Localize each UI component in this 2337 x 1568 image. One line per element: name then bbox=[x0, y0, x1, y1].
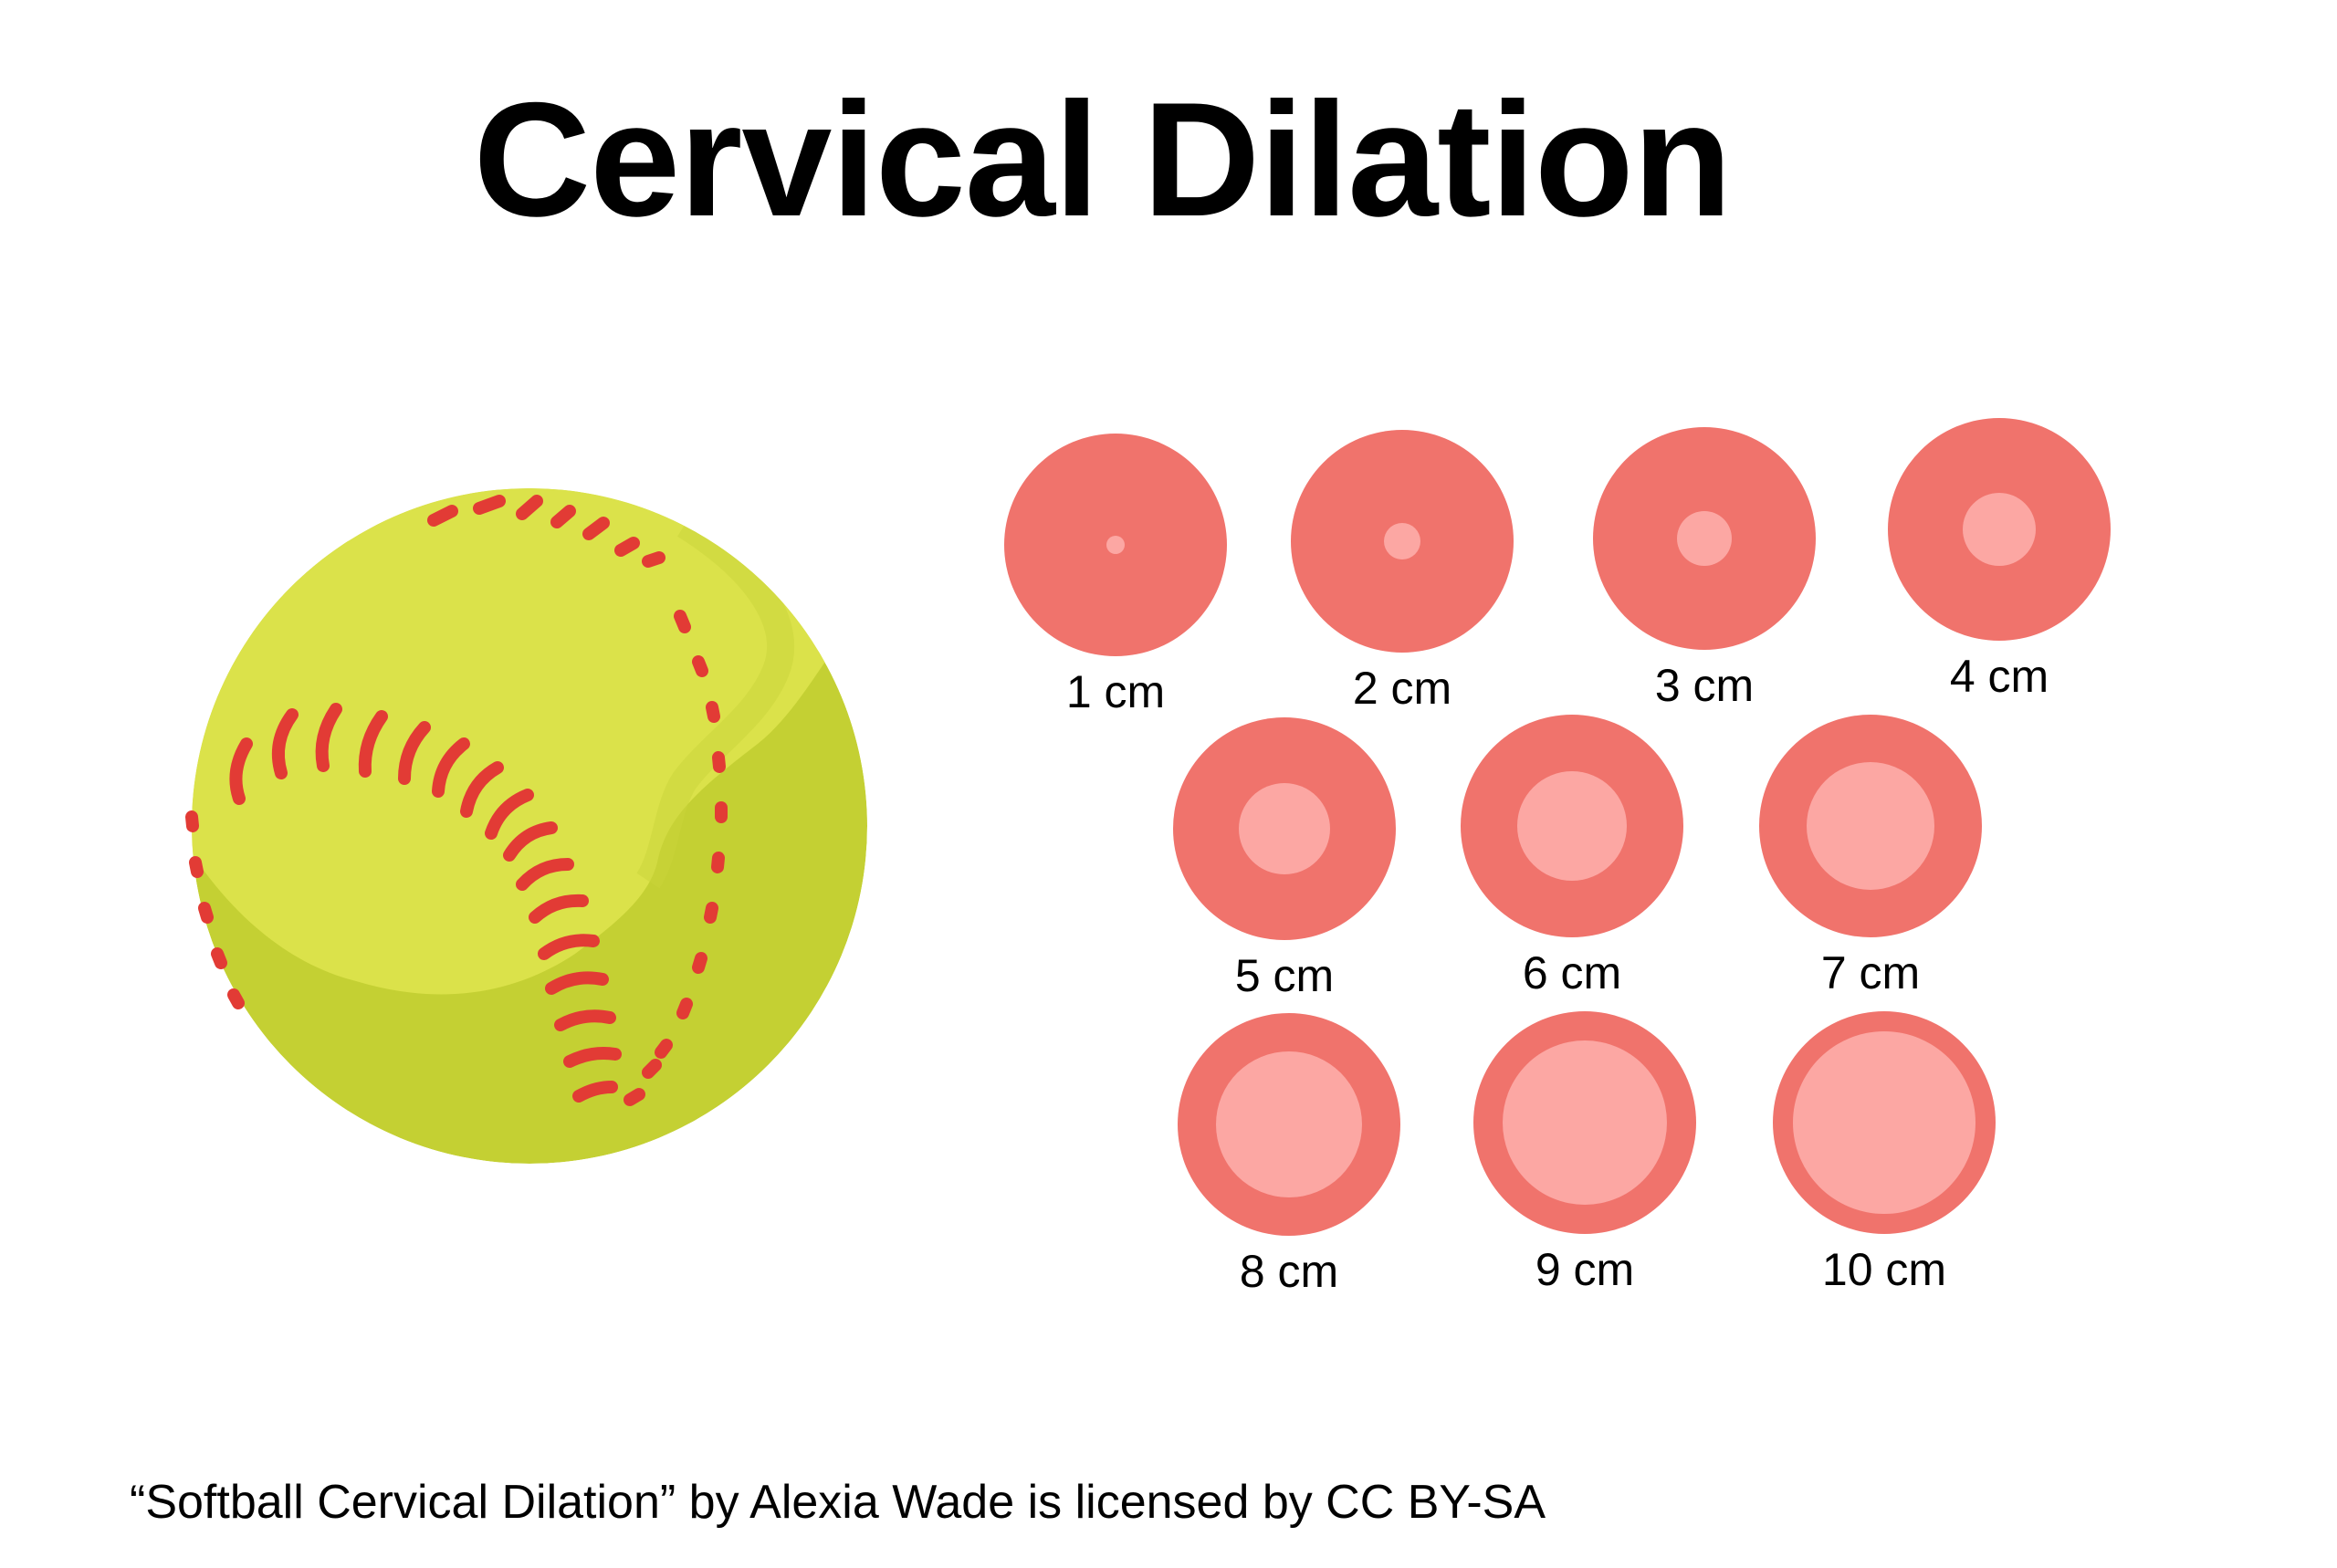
dilation-item-3cm: 3 cm bbox=[1593, 427, 1816, 737]
cervix-circle bbox=[1173, 717, 1396, 940]
dilation-item-8cm: 8 cm bbox=[1178, 1013, 1400, 1323]
dilation-label: 2 cm bbox=[1352, 663, 1452, 714]
dilation-item-4cm: 4 cm bbox=[1888, 418, 2111, 728]
dilation-label: 1 cm bbox=[1065, 666, 1166, 717]
cervix-opening bbox=[1677, 511, 1732, 566]
dilation-item-1cm: 1 cm bbox=[1004, 434, 1227, 744]
dilation-label: 10 cm bbox=[1821, 1244, 1947, 1295]
cervix-opening bbox=[1793, 1031, 1975, 1214]
dilation-label: 6 cm bbox=[1522, 947, 1622, 998]
cervix-circle bbox=[1473, 1011, 1696, 1234]
cervix-circle bbox=[1178, 1013, 1400, 1236]
cervix-circle bbox=[1773, 1011, 1996, 1234]
cervix-circle bbox=[1461, 715, 1683, 937]
cervix-circle bbox=[1291, 430, 1514, 653]
cervix-opening bbox=[1216, 1051, 1362, 1197]
dilation-label: 8 cm bbox=[1239, 1246, 1339, 1297]
dilation-label: 3 cm bbox=[1654, 660, 1755, 711]
page-title: Cervical Dilation bbox=[473, 68, 1733, 250]
softball-icon bbox=[185, 488, 867, 1164]
cervix-opening bbox=[1807, 762, 1934, 890]
cervix-opening bbox=[1384, 523, 1420, 559]
cervix-opening bbox=[1963, 493, 2036, 566]
cervix-opening bbox=[1106, 536, 1125, 554]
cervix-circle bbox=[1888, 418, 2111, 641]
dilation-item-7cm: 7 cm bbox=[1759, 715, 1982, 1025]
cervix-opening bbox=[1239, 783, 1330, 874]
dilation-item-9cm: 9 cm bbox=[1473, 1011, 1696, 1322]
cervix-circle bbox=[1593, 427, 1816, 650]
dilation-label: 4 cm bbox=[1949, 651, 2049, 702]
dilation-item-2cm: 2 cm bbox=[1291, 430, 1514, 740]
cervix-circle bbox=[1004, 434, 1227, 656]
dilation-item-5cm: 5 cm bbox=[1173, 717, 1396, 1028]
dilation-label: 7 cm bbox=[1820, 947, 1921, 998]
cervix-circle bbox=[1759, 715, 1982, 937]
cervix-opening bbox=[1517, 771, 1627, 881]
dilation-item-10cm: 10 cm bbox=[1773, 1011, 1996, 1322]
dilation-label: 5 cm bbox=[1234, 950, 1335, 1001]
dilation-label: 9 cm bbox=[1535, 1244, 1635, 1295]
cervix-opening bbox=[1503, 1040, 1667, 1205]
dilation-item-6cm: 6 cm bbox=[1461, 715, 1683, 1025]
license-credit: “Softball Cervical Dilation” by Alexia W… bbox=[130, 1476, 1546, 1529]
